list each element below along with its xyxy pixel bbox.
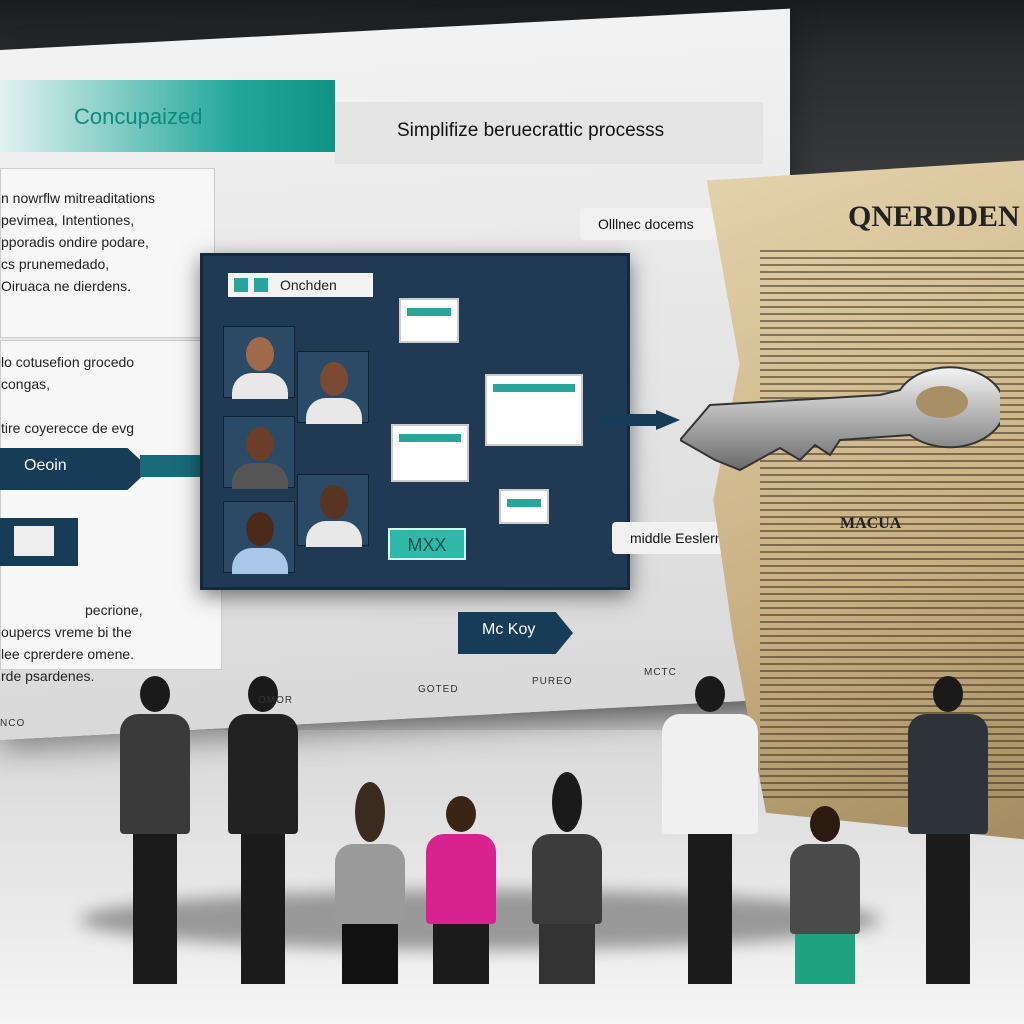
header-left: Concupaized	[0, 80, 335, 152]
footer-tick: MCTC	[644, 667, 677, 678]
person	[662, 676, 758, 984]
text-line: congas,	[1, 376, 51, 392]
avatar	[223, 326, 295, 399]
text-line: n nowrflw mitreaditations	[1, 190, 156, 206]
dashboard-panel: Onchden MXX	[200, 253, 630, 590]
dashboard-button[interactable]: MXX	[388, 528, 466, 560]
left-card-1: n nowrflw mitreaditations pevimea, Inten…	[0, 168, 215, 338]
bottom-arrow[interactable]: Mc Koy	[458, 612, 573, 654]
dashboard-tag: Onchden	[228, 273, 373, 297]
origin-arrow[interactable]: Oeoin	[0, 448, 150, 490]
text-line: rde psardenes.	[1, 668, 95, 684]
app-icon	[234, 278, 248, 292]
monitor-icon	[391, 424, 469, 482]
footer-tick: GOTED	[418, 684, 459, 695]
person	[120, 676, 190, 984]
text-line: cs prunemedado,	[1, 256, 110, 272]
avatar	[223, 501, 295, 574]
monitor-icon	[499, 489, 549, 524]
footer-tick: PUREO	[532, 676, 573, 687]
text-line: pporadis ondire podare,	[1, 234, 149, 250]
avatar	[223, 416, 295, 489]
person	[335, 782, 405, 984]
dashboard-tag-label: Onchden	[280, 277, 337, 293]
text-line: oupercs vreme bi the	[1, 624, 132, 640]
document-icon	[485, 374, 583, 446]
header-right: Simplifize beruecrattic processs	[335, 102, 763, 164]
small-monitor-icon	[0, 518, 78, 566]
person	[790, 806, 860, 984]
monitor-icon	[399, 298, 459, 343]
person	[532, 772, 602, 984]
app-icon	[254, 278, 268, 292]
avatar	[297, 474, 369, 547]
text-line: lee cprerdere omene.	[1, 646, 135, 662]
text-line: tire coyerecce de evg	[1, 420, 135, 436]
connector	[140, 455, 202, 477]
text-line: Oiruaca ne dierdens.	[1, 278, 131, 294]
person	[228, 676, 298, 984]
key-icon	[680, 366, 1000, 472]
avatar	[297, 351, 369, 424]
text-line: pecrione,	[85, 602, 143, 618]
left-card-2: lo cotusefion grocedo congas, tire coyer…	[0, 340, 222, 684]
text-line: lo cotusefion grocedo	[1, 354, 135, 370]
text-line: pevimea, Intentiones,	[1, 212, 135, 228]
footer-tick: NCO	[0, 718, 26, 729]
person	[908, 676, 988, 984]
document-subtitle: MACUA	[840, 515, 902, 532]
footer-tick: OMOR	[258, 695, 294, 706]
right-arrow	[600, 410, 680, 430]
document-title: QNERDDEN	[848, 200, 1020, 233]
person	[426, 796, 496, 984]
